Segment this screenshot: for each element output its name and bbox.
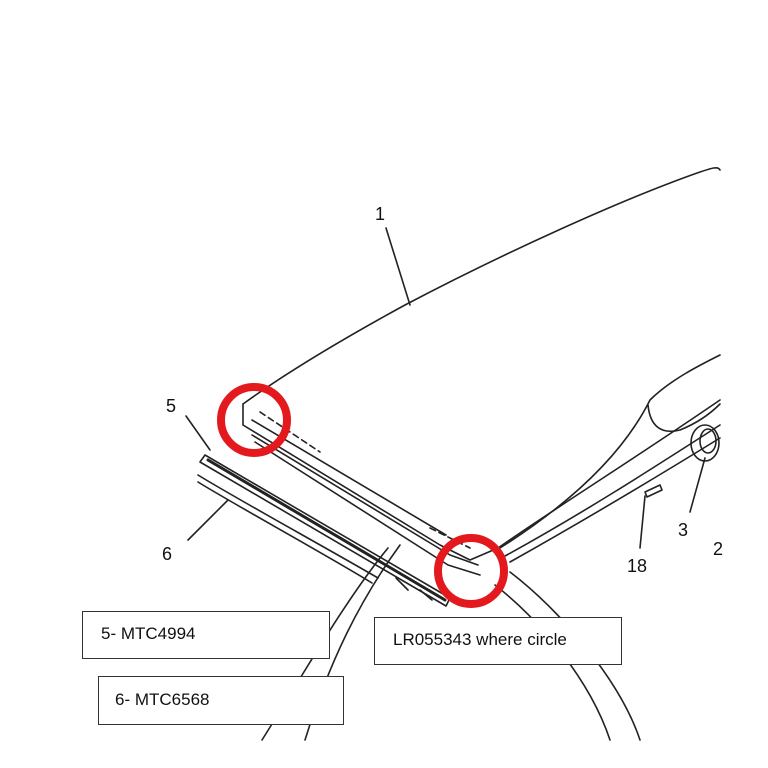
leader-3 <box>689 457 706 513</box>
grommet-3 <box>690 424 720 462</box>
callout-2: 2 <box>713 539 723 559</box>
highlight-circle-left <box>217 383 291 457</box>
strip-5 <box>199 454 451 607</box>
label-box-part-5: 5- MTC4994 <box>82 611 330 659</box>
side-rail-top <box>499 354 721 549</box>
side-window-outline <box>647 403 721 432</box>
seal-6 <box>197 474 379 579</box>
clip-18 <box>644 484 663 498</box>
roof-panel-outline <box>242 167 721 405</box>
roof-panel-gutter-2 <box>254 441 481 576</box>
seal-6-inner <box>197 481 373 584</box>
callout-5: 5 <box>166 396 176 416</box>
roof-panel-gutter <box>251 434 479 566</box>
label-circle-note: LR055343 where circle <box>393 630 567 649</box>
label-part-6: 6- MTC6568 <box>115 690 210 709</box>
strip-5-end <box>395 577 433 601</box>
callout-6: 6 <box>162 544 172 564</box>
side-rail-lower <box>504 424 721 557</box>
roof-dash-left <box>259 411 321 453</box>
label-box-circle-note: LR055343 where circle <box>374 617 622 665</box>
highlight-circle-right <box>434 534 508 608</box>
side-rail-lower-2 <box>509 437 721 563</box>
leader-5 <box>185 415 211 451</box>
roof-dash-right <box>429 527 471 549</box>
callout-3: 3 <box>678 520 688 540</box>
leader-1 <box>385 227 411 306</box>
leader-18 <box>639 495 646 549</box>
callout-1: 1 <box>375 204 385 224</box>
grommet-3-inner <box>699 428 717 454</box>
callout-18: 18 <box>627 556 647 576</box>
strip-5-detail <box>206 458 447 602</box>
label-part-5: 5- MTC4994 <box>101 624 196 643</box>
leader-6 <box>187 499 229 541</box>
label-box-part-6: 6- MTC6568 <box>98 676 344 725</box>
